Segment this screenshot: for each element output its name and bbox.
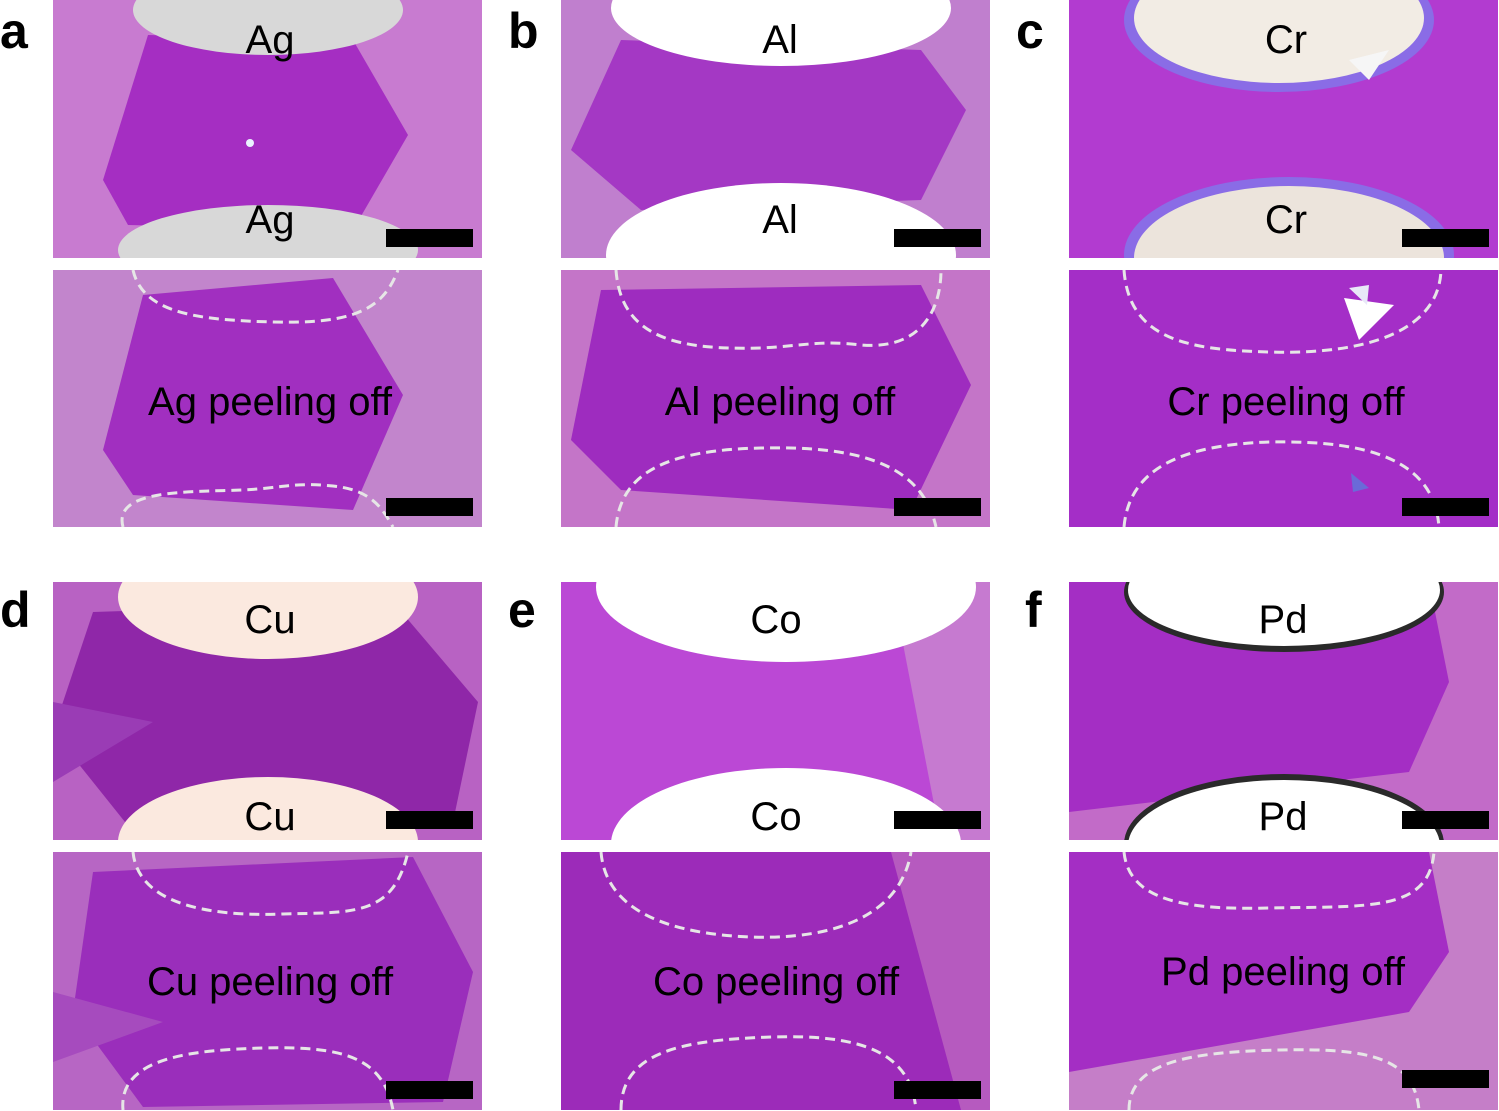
electrode-label-top: Cr xyxy=(1264,18,1308,62)
electrode-label-top: Co xyxy=(750,598,802,642)
scale-bar xyxy=(1402,1070,1489,1088)
electrode-label-bottom: Co xyxy=(750,795,802,839)
micrograph-pd-before xyxy=(1069,582,1498,840)
micrograph-cu-before xyxy=(53,582,482,840)
micrograph-ag-before xyxy=(53,0,482,258)
micrograph-cu-after xyxy=(53,852,482,1110)
panel-letter-f: f xyxy=(1025,582,1042,638)
peeling-label: Pd peeling off xyxy=(1161,950,1405,994)
panel-letter-c: c xyxy=(1016,3,1044,59)
peeling-label: Co peeling off xyxy=(652,960,900,1004)
scale-bar xyxy=(386,811,473,829)
scale-bar xyxy=(386,229,473,247)
panel-letter-b: b xyxy=(508,3,539,59)
panel-letter-a: a xyxy=(0,3,28,59)
scale-bar xyxy=(894,811,981,829)
scale-bar xyxy=(1402,498,1489,516)
scale-bar xyxy=(894,229,981,247)
electrode-label-top: Pd xyxy=(1258,598,1308,642)
micrograph-ag-after xyxy=(53,270,482,527)
scale-bar xyxy=(1402,229,1489,247)
scale-bar xyxy=(1402,811,1489,829)
scale-bar xyxy=(894,1081,981,1099)
micrograph-cr-after xyxy=(1069,270,1498,527)
micrograph-al-after xyxy=(561,270,990,527)
panel-letter-e: e xyxy=(508,582,536,638)
electrode-label-bottom: Al xyxy=(762,198,798,242)
panel-letter-d: d xyxy=(0,582,31,638)
electrode-label-bottom: Cr xyxy=(1264,198,1308,242)
electrode-label-bottom: Cu xyxy=(244,795,296,839)
scale-bar xyxy=(386,498,473,516)
micrograph-pd-after xyxy=(1069,852,1498,1110)
electrode-label-bottom: Ag xyxy=(245,198,295,242)
scale-bar xyxy=(894,498,981,516)
electrode-label-top: Al xyxy=(762,18,798,62)
peeling-label: Cu peeling off xyxy=(146,960,394,1004)
micrograph-co-before xyxy=(561,582,990,840)
micrograph-cr-before xyxy=(1069,0,1498,258)
micrograph-co-after xyxy=(561,852,990,1110)
electrode-label-top: Cu xyxy=(244,598,296,642)
micrograph-al-before xyxy=(561,0,990,258)
peeling-label: Cr peeling off xyxy=(1167,380,1405,424)
peeling-label: Al peeling off xyxy=(664,380,896,424)
electrode-label-top: Ag xyxy=(245,18,295,62)
electrode-label-bottom: Pd xyxy=(1258,795,1308,839)
peeling-label: Ag peeling off xyxy=(148,380,392,424)
scale-bar xyxy=(386,1081,473,1099)
